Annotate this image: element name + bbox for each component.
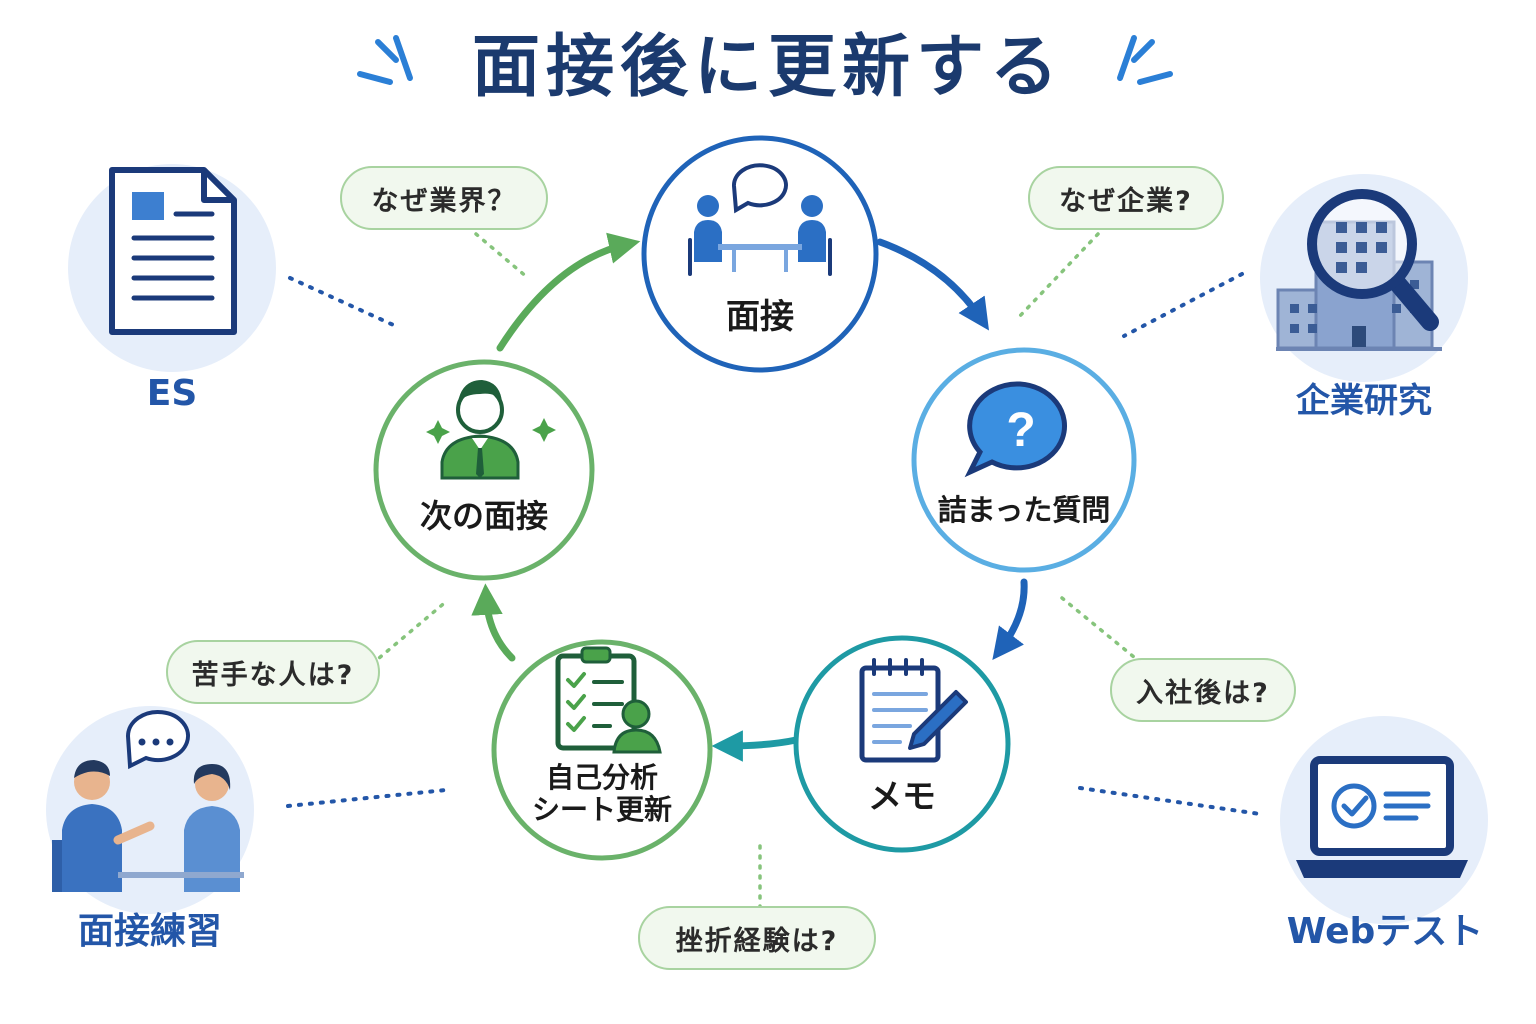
document-icon xyxy=(109,167,237,335)
notepad-pencil-icon xyxy=(859,658,968,763)
businessperson-icon xyxy=(426,380,556,480)
arrow-memo-to-analysis xyxy=(711,730,800,762)
connector-company-research xyxy=(1122,272,1244,338)
title-accent-right xyxy=(1117,35,1173,85)
arrow-interview-to-question xyxy=(876,238,989,331)
arrow-question-to-memo xyxy=(992,578,1028,661)
web-test-label: Webテスト xyxy=(1286,911,1484,952)
next-interview-label: 次の面接 xyxy=(419,497,548,535)
question-after-joining: 入社後は? xyxy=(1110,658,1296,722)
laptop-test-icon xyxy=(1296,756,1468,878)
question-why-company: なぜ企業? xyxy=(1028,166,1224,230)
self-analysis-label-line1: 自己分析 xyxy=(545,761,658,794)
question-why-industry: なぜ業界？ xyxy=(340,166,548,230)
building-magnifier-icon xyxy=(1276,189,1442,351)
interview-circle xyxy=(641,135,879,373)
connector-es xyxy=(288,276,402,330)
connector-web-test xyxy=(1078,786,1262,816)
arrow-next-to-interview xyxy=(496,232,641,352)
self-analysis-label: 自己分析 シート更新 xyxy=(510,761,694,827)
connector-difficult-people xyxy=(370,598,450,666)
es-label: ES xyxy=(146,373,198,414)
connector-why-industry xyxy=(474,232,530,280)
question-bubble-icon: ? xyxy=(964,381,1067,478)
clipboard-checklist-icon xyxy=(555,646,662,754)
interview-meeting-icon xyxy=(688,163,832,276)
title-accent-left xyxy=(357,35,413,85)
question-difficult-people: 苦手な人は? xyxy=(166,640,380,704)
self-analysis-label-line2: シート更新 xyxy=(531,793,672,827)
page-title: 面接後に更新する xyxy=(471,28,1064,107)
stuck-question-label: 詰まった質問 xyxy=(937,493,1111,527)
company-research-label: 企業研究 xyxy=(1296,381,1432,421)
interview-label: 面接 xyxy=(726,297,794,337)
memo-label: メモ xyxy=(868,777,936,817)
arrow-analysis-to-next xyxy=(471,583,516,662)
connector-why-company xyxy=(1016,232,1100,320)
connector-after-joining xyxy=(1060,596,1142,664)
svg-text:?: ? xyxy=(1006,404,1035,457)
conversation-people-icon xyxy=(52,710,244,892)
question-failure-experience: 挫折経験は? xyxy=(638,906,876,970)
connector-interview-practice xyxy=(286,788,448,808)
interview-practice-label: 面接練習 xyxy=(77,911,222,952)
